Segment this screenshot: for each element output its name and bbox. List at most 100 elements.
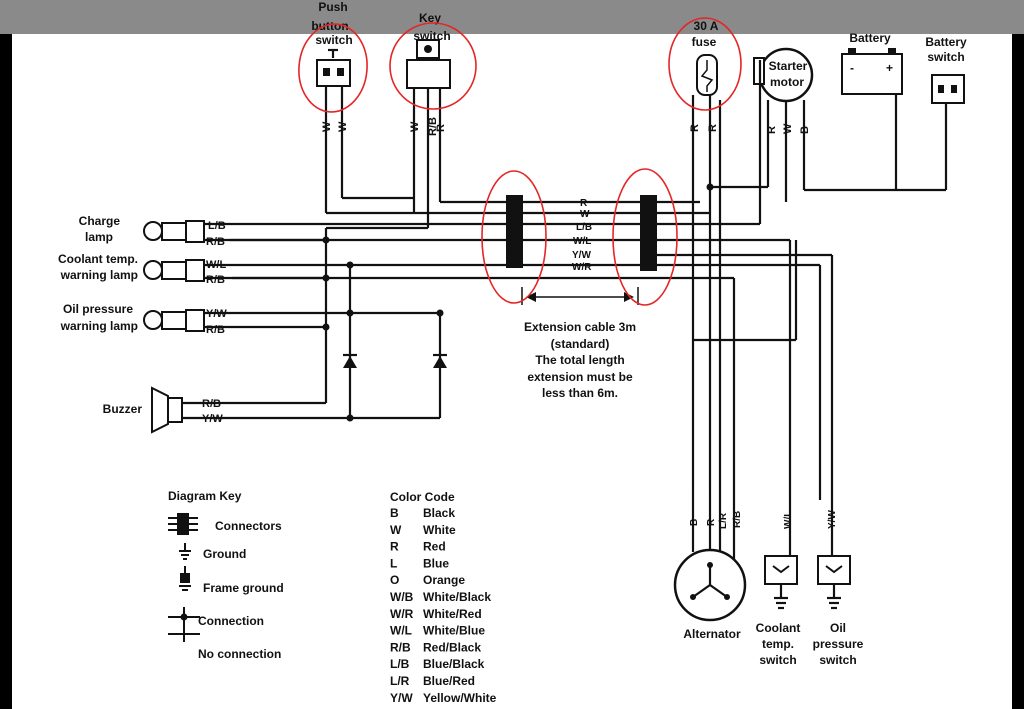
buzzer: Buzzer R/B Y/W [103, 386, 232, 434]
annotation-circle-push-switch [298, 23, 368, 113]
push-switch-terminal-b [337, 68, 344, 76]
oil-switch: Y/W Oil pressure switch [813, 500, 864, 667]
color-code-name: Red [423, 540, 446, 554]
battery-switch-terminal-b [951, 85, 957, 93]
fuse-body [696, 54, 718, 96]
paper [12, 0, 1012, 709]
starter-wire-label-1: R [766, 126, 778, 134]
buzzer-wire-label-1: R/B [202, 398, 221, 410]
diode-1 [343, 356, 357, 368]
color-code-name: White [423, 523, 456, 537]
charge-lamp-bulb [143, 221, 163, 241]
bundle-label-5: Y/W [572, 250, 591, 261]
color-code-abbr: R [390, 540, 399, 554]
key-icon [424, 45, 432, 53]
color-code-name: Black [423, 506, 455, 520]
diode-2 [433, 356, 447, 368]
junction-dot [346, 414, 354, 422]
buzzer-label: Buzzer [103, 402, 143, 416]
coolant-lamp-bulb [143, 260, 163, 280]
coolant-wire-label-2: R/B [206, 274, 225, 286]
key-connection-symbol [180, 613, 188, 621]
coolant-switch-wire-label: W/L [783, 511, 794, 529]
color-code-abbr: W [390, 523, 402, 537]
battery-switch-body [931, 74, 965, 104]
annotation-circle-connector-left [481, 170, 547, 304]
junction-dot [346, 309, 354, 317]
buzzer-body [167, 397, 183, 423]
alternator: B R L/R R/B Alternator [673, 490, 747, 641]
junction-dot [322, 274, 330, 282]
coolant-lamp-label-2: warning lamp [60, 268, 138, 282]
key-wire-label-2: R/B [427, 117, 439, 136]
color-code-name: Blue [423, 556, 449, 570]
key-switch: Key switch W R/B R [406, 11, 451, 136]
alt-wire-label-4: R/B [732, 511, 743, 528]
push-switch-label-2: button [311, 19, 348, 33]
color-code-name: White/Blue [423, 624, 485, 638]
coolant-switch: W/L Coolant temp. switch [756, 500, 801, 667]
oil-switch-label-3: switch [819, 653, 856, 667]
charge-wire-label-1: L/B [208, 220, 226, 232]
battery-switch-label-1: Battery [925, 35, 967, 49]
annotation-circle-connector-right [612, 168, 678, 306]
fuse-label-2: fuse [692, 35, 717, 49]
extension-note-3: The total length [535, 353, 624, 367]
color-code-abbr: O [390, 573, 399, 587]
oil-switch-body [817, 555, 851, 585]
fuse: 30 A fuse R R [689, 19, 719, 132]
coolant-wire-label-1: W/L [206, 259, 226, 271]
color-code-abbr: W/B [390, 590, 414, 604]
extension-note-5: less than 6m. [542, 386, 618, 400]
color-code-abbr: R/B [390, 640, 411, 654]
oil-switch-label-2: pressure [813, 637, 864, 651]
extension-note-1: Extension cable 3m [524, 320, 636, 334]
battery-switch-terminal-a [938, 85, 944, 93]
key-connector-symbol [177, 513, 189, 535]
battery-body [841, 53, 903, 95]
key-connection: Connection [198, 614, 264, 628]
charge-lamp-label-2: lamp [85, 230, 113, 244]
key-connectors: Connectors [215, 519, 282, 533]
diagram-key: Diagram Key Connectors Ground Frame grou… [168, 489, 284, 661]
push-switch-label-3: switch [315, 33, 352, 47]
key-no-connection: No connection [198, 647, 281, 661]
oil-lamp-label-2: warning lamp [60, 319, 138, 333]
color-code-name: Red/Black [423, 640, 481, 654]
fuse-wire-label-2: R [707, 124, 719, 132]
oil-lamp-bulb [143, 310, 163, 330]
oil-lamp-label-1: Oil pressure [63, 302, 133, 316]
starter-label-2: motor [770, 75, 804, 89]
push-switch-terminal-a [323, 68, 330, 76]
battery-label: Battery [849, 31, 891, 45]
connector-left [506, 195, 523, 268]
alt-wire-label-3: L/R [718, 512, 729, 529]
alternator-label: Alternator [683, 627, 741, 641]
battery-minus: - [850, 61, 854, 75]
color-code-name: Orange [423, 573, 465, 587]
color-code-title: Color Code [390, 490, 455, 504]
red-annotations [298, 17, 742, 306]
color-code-abbr: L/R [390, 674, 410, 688]
color-code-name: Blue/Red [423, 674, 475, 688]
oil-lamp: Oil pressure warning lamp Y/W R/B [60, 302, 232, 336]
color-code-abbr: L/B [390, 657, 410, 671]
coolant-switch-label-1: Coolant [756, 621, 801, 635]
push-switch-body [316, 59, 351, 87]
oil-wire-label-1: Y/W [206, 308, 227, 320]
bundle-label-6: W/R [572, 262, 592, 273]
color-code-abbr: Y/W [390, 691, 413, 705]
extension-note-2: (standard) [551, 337, 610, 351]
bundle-label-2: W [580, 209, 590, 220]
junction-dot [322, 236, 330, 244]
color-code-name: Blue/Black [423, 657, 485, 671]
annotation-circle-fuse [668, 17, 742, 111]
fuse-element [700, 60, 714, 92]
coolant-lamp-label-1: Coolant temp. [58, 252, 138, 266]
starter-label-1: Starter [769, 59, 808, 73]
battery-terminal-pos [888, 48, 896, 55]
charge-lamp-label-1: Charge [79, 214, 121, 228]
key-ground: Ground [203, 547, 246, 561]
